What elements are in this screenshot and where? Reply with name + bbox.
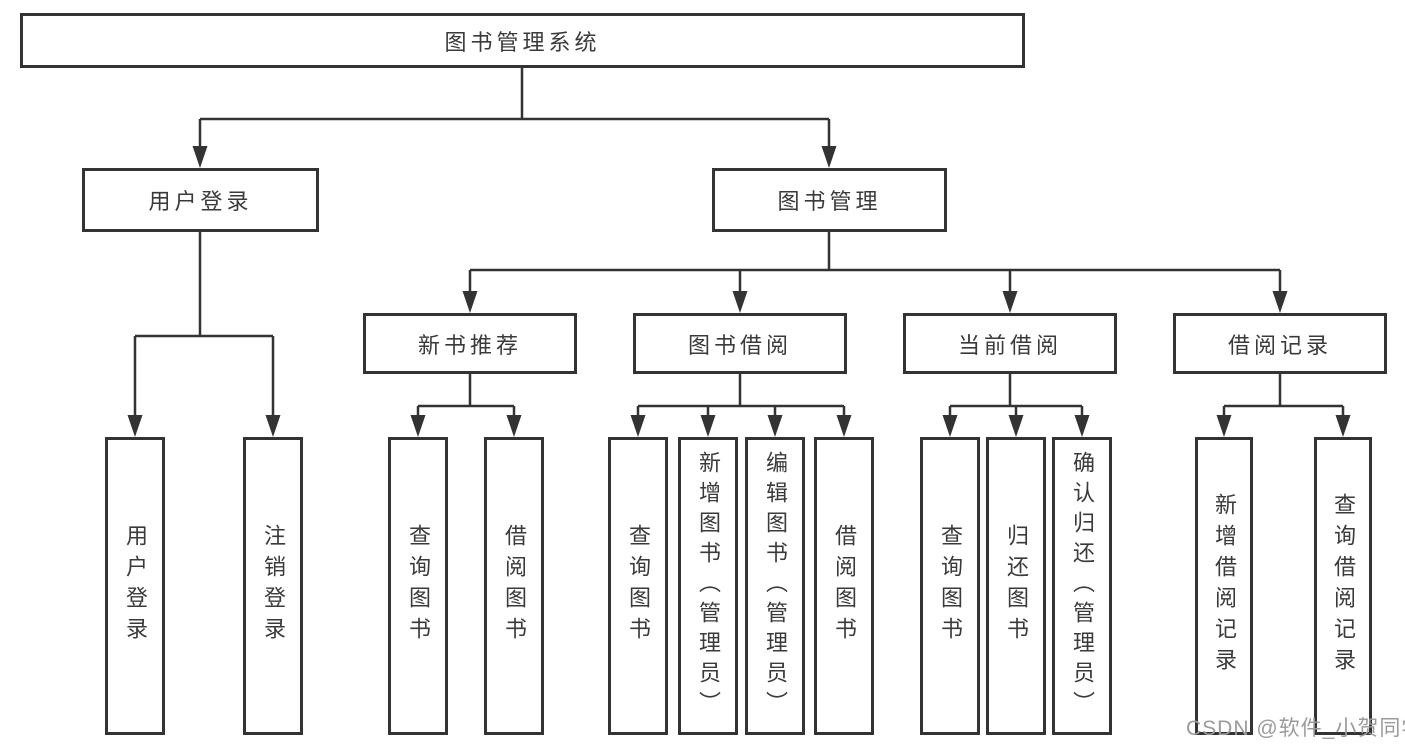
node-label: 借阅图书 — [502, 524, 527, 648]
connector-newbook-to-leaves — [410, 374, 522, 437]
node-label: 图书管理 — [777, 189, 882, 214]
node-label: 查询借阅记录 — [1331, 493, 1356, 679]
node-label: 用户登录 — [148, 189, 253, 214]
leaf-query-books: 查询图书 — [388, 437, 448, 735]
node-new-book-recommend: 新书推荐 — [363, 313, 577, 374]
leaf-add-books-admin: 新增图书（管理员） — [678, 437, 738, 735]
node-label: 用户登录 — [123, 524, 148, 648]
node-current-borrow: 当前借阅 — [903, 313, 1117, 374]
leaf-edit-books-admin: 编辑图书（管理员） — [745, 437, 805, 735]
connector-bookborrow-to-leaves — [630, 374, 852, 437]
leaf-borrow-books: 借阅图书 — [484, 437, 544, 735]
node-label: 借阅图书 — [832, 524, 857, 648]
node-book-management: 图书管理 — [712, 168, 947, 232]
leaf-logout: 注销登录 — [243, 437, 303, 735]
csdn-watermark: CSDN @软件_小贺同学 — [1186, 717, 1405, 740]
leaf-add-borrow-record: 新增借阅记录 — [1195, 437, 1253, 735]
node-label: 注销登录 — [261, 524, 286, 648]
leaf-user-login: 用户登录 — [105, 437, 165, 735]
node-label: 查询图书 — [938, 524, 963, 648]
node-label: 图书管理系统 — [444, 29, 601, 55]
node-label: 确认归还（管理员） — [1070, 451, 1095, 721]
node-borrow-record: 借阅记录 — [1173, 313, 1387, 374]
node-label: 归还图书 — [1004, 524, 1029, 648]
node-label: 编辑图书（管理员） — [763, 451, 788, 721]
node-label: 新增借阅记录 — [1212, 493, 1237, 679]
leaf-borrow-books: 借阅图书 — [814, 437, 874, 735]
connector-root-to-level2 — [192, 68, 837, 168]
node-label: 新增图书（管理员） — [696, 451, 721, 721]
leaf-query-books: 查询图书 — [920, 437, 980, 735]
leaf-confirm-return-admin: 确认归还（管理员） — [1052, 437, 1112, 735]
node-label: 新书推荐 — [417, 332, 522, 358]
leaf-return-books: 归还图书 — [986, 437, 1046, 735]
node-label: 借阅记录 — [1227, 332, 1332, 358]
connector-borrowrecord-to-leaves — [1216, 374, 1351, 437]
connector-currentborrow-to-leaves — [942, 374, 1090, 437]
node-book-borrow: 图书借阅 — [633, 313, 847, 374]
connector-userlogin-to-leaves — [127, 232, 281, 437]
leaf-query-borrow-record: 查询借阅记录 — [1314, 437, 1372, 735]
connector-bookmgmt-to-groups — [462, 232, 1288, 313]
leaf-query-books: 查询图书 — [608, 437, 668, 735]
node-user-login: 用户登录 — [82, 168, 319, 232]
node-root-system: 图书管理系统 — [20, 13, 1025, 68]
node-label: 查询图书 — [406, 524, 431, 648]
node-label: 查询图书 — [626, 524, 651, 648]
node-label: 当前借阅 — [957, 332, 1062, 358]
node-label: 图书借阅 — [687, 332, 792, 358]
